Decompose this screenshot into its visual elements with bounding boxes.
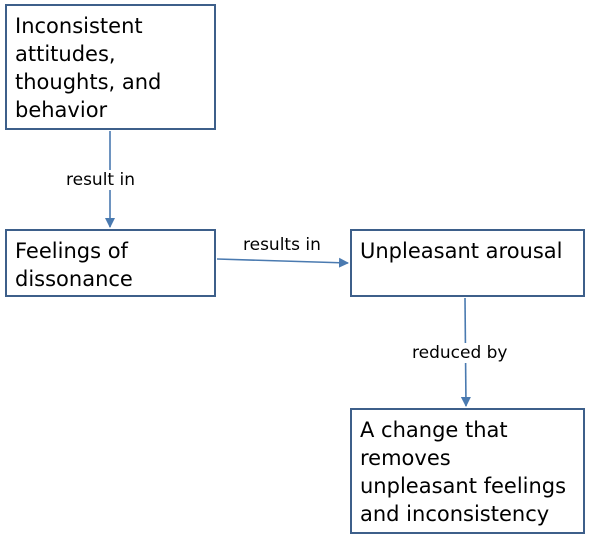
edge-label-result-in: result in — [66, 170, 135, 190]
node-unpleasant-arousal: Unpleasant arousal — [350, 229, 585, 297]
node-text-line: dissonance — [15, 267, 133, 291]
edge-label-reduced-by: reduced by — [412, 343, 508, 363]
node-text-line: Unpleasant arousal — [360, 239, 563, 263]
node-text-line: Inconsistent — [15, 14, 143, 38]
arrow-results-in — [216, 257, 349, 268]
node-text-line: and inconsistency — [360, 502, 550, 526]
node-text-line: unpleasant feelings — [360, 474, 567, 498]
node-feelings-of-dissonance: Feelings of dissonance — [5, 229, 216, 297]
node-text-line: behavior — [15, 98, 108, 122]
edge-label-results-in: results in — [243, 235, 321, 255]
node-change-removes-feelings: A change that removes unpleasant feeling… — [350, 408, 585, 534]
node-inconsistent-behavior: Inconsistent attitudes, thoughts, and be… — [5, 4, 216, 130]
node-text-line: thoughts, and — [15, 70, 162, 94]
node-text-line: attitudes, — [15, 42, 116, 66]
node-text-line: removes — [360, 446, 451, 470]
node-text-line: A change that — [360, 418, 508, 442]
node-text-line: Feelings of — [15, 239, 128, 263]
